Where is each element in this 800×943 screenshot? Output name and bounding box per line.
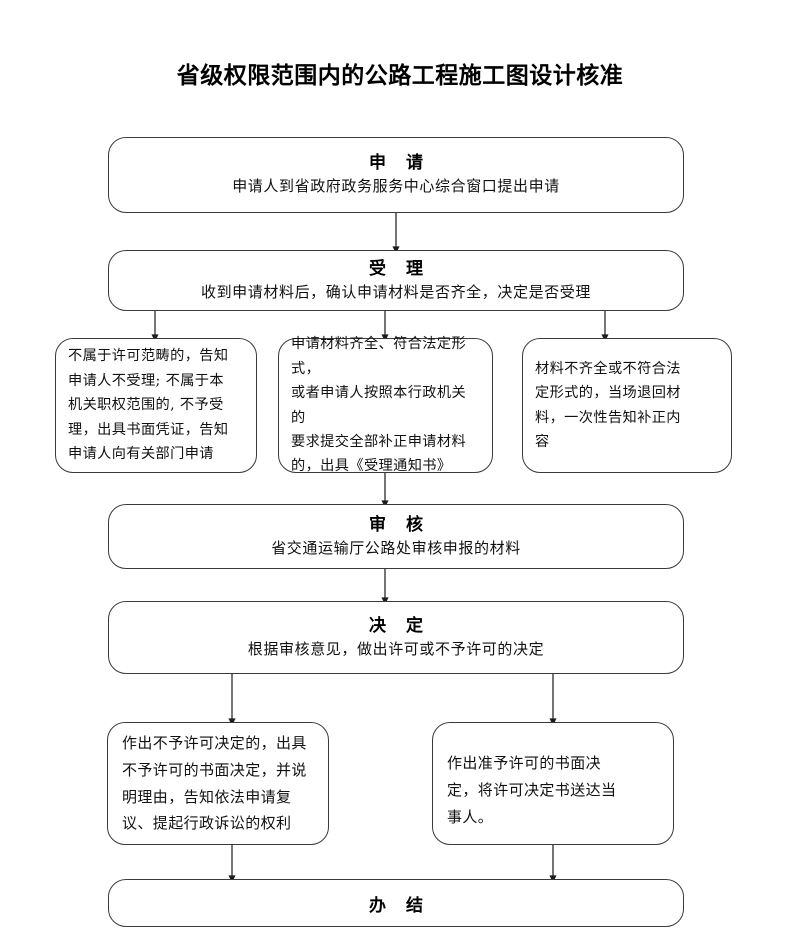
node-branch-left-body: 不属于许可范畴的，告知 申请人不受理; 不属于本 机关职权范围的, 不予受 理，… bbox=[56, 344, 256, 466]
branch-right-line-2: 定形式的，当场退回材 bbox=[535, 385, 681, 402]
node-accept[interactable]: 受 理 收到申请材料后，确认申请材料是否齐全，决定是否受理 bbox=[108, 250, 684, 311]
branch-right-line-1: 材料不齐全或不符合法 bbox=[535, 360, 681, 377]
node-decide[interactable]: 决 定 根据审核意见，做出许可或不予许可的决定 bbox=[108, 601, 684, 674]
node-outcome-grant-body: 作出准予许可的书面决 定，将许可决定书送达当 事人。 bbox=[433, 750, 673, 830]
node-accept-body: 收到申请材料后，确认申请材料是否齐全，决定是否受理 bbox=[200, 282, 591, 301]
node-branch-middle-body: 申请材料齐全、符合法定形式， 或者申请人按照本行政机关的 要求提交全部补正申请材… bbox=[279, 332, 492, 479]
node-apply-heading: 申 请 bbox=[369, 153, 430, 174]
node-apply[interactable]: 申 请 申请人到省政府政务服务中心综合窗口提出申请 bbox=[108, 137, 684, 213]
outcome-deny-line-1: 作出不予许可决定的，出具 bbox=[122, 734, 307, 753]
outcome-deny-line-2: 不予许可的书面决定，并说 bbox=[122, 760, 307, 779]
branch-left-line-2: 申请人不受理; 不属于本 bbox=[68, 372, 224, 389]
node-outcome-grant[interactable]: 作出准予许可的书面决 定，将许可决定书送达当 事人。 bbox=[432, 722, 674, 845]
branch-middle-line-4: 的，出具《受理通知书》 bbox=[291, 458, 452, 475]
branch-right-line-4: 容 bbox=[535, 433, 550, 450]
node-decide-heading: 决 定 bbox=[369, 615, 430, 636]
node-finish[interactable]: 办 结 bbox=[108, 879, 684, 927]
page-title: 省级权限范围内的公路工程施工图设计核准 bbox=[176, 63, 624, 89]
node-review-body: 省交通运输厅公路处审核申报的材料 bbox=[271, 538, 521, 557]
node-branch-left[interactable]: 不属于许可范畴的，告知 申请人不受理; 不属于本 机关职权范围的, 不予受 理，… bbox=[55, 338, 257, 473]
node-branch-middle[interactable]: 申请材料齐全、符合法定形式， 或者申请人按照本行政机关的 要求提交全部补正申请材… bbox=[278, 336, 493, 474]
node-outcome-deny[interactable]: 作出不予许可决定的，出具 不予许可的书面决定，并说 明理由，告知依法申请复 议、… bbox=[107, 722, 329, 845]
branch-left-line-3: 机关职权范围的, 不予受 bbox=[68, 397, 224, 414]
branch-left-line-4: 理，出具书面凭证，告知 bbox=[68, 421, 229, 438]
node-accept-heading: 受 理 bbox=[369, 258, 430, 279]
branch-middle-line-3: 要求提交全部补正申请材料 bbox=[291, 433, 467, 450]
node-review-heading: 审 核 bbox=[369, 514, 430, 535]
outcome-deny-line-4: 议、提起行政诉讼的权利 bbox=[122, 814, 292, 833]
node-decide-body: 根据审核意见，做出许可或不予许可的决定 bbox=[247, 639, 545, 658]
node-outcome-deny-body: 作出不予许可决定的，出具 不予许可的书面决定，并说 明理由，告知依法申请复 议、… bbox=[108, 730, 328, 837]
outcome-grant-line-1: 作出准予许可的书面决 bbox=[447, 754, 602, 773]
node-apply-body: 申请人到省政府政务服务中心综合窗口提出申请 bbox=[232, 177, 560, 196]
branch-left-line-1: 不属于许可范畴的，告知 bbox=[68, 348, 229, 365]
node-finish-heading: 办 结 bbox=[369, 895, 430, 916]
outcome-grant-line-2: 定，将许可决定书送达当 bbox=[447, 781, 617, 800]
outcome-grant-line-3: 事人。 bbox=[447, 807, 494, 826]
branch-middle-line-2: 或者申请人按照本行政机关的 bbox=[291, 385, 467, 426]
node-branch-right[interactable]: 材料不齐全或不符合法 定形式的，当场退回材 料，一次性告知补正内 容 bbox=[522, 338, 732, 473]
branch-right-line-3: 料，一次性告知补正内 bbox=[535, 409, 681, 426]
outcome-deny-line-3: 明理由，告知依法申请复 bbox=[122, 787, 292, 806]
node-branch-right-body: 材料不齐全或不符合法 定形式的，当场退回材 料，一次性告知补正内 容 bbox=[523, 357, 731, 455]
branch-left-line-5: 申请人向有关部门申请 bbox=[68, 446, 214, 463]
node-review[interactable]: 审 核 省交通运输厅公路处审核申报的材料 bbox=[108, 504, 684, 569]
branch-middle-line-1: 申请材料齐全、符合法定形式， bbox=[291, 336, 467, 377]
